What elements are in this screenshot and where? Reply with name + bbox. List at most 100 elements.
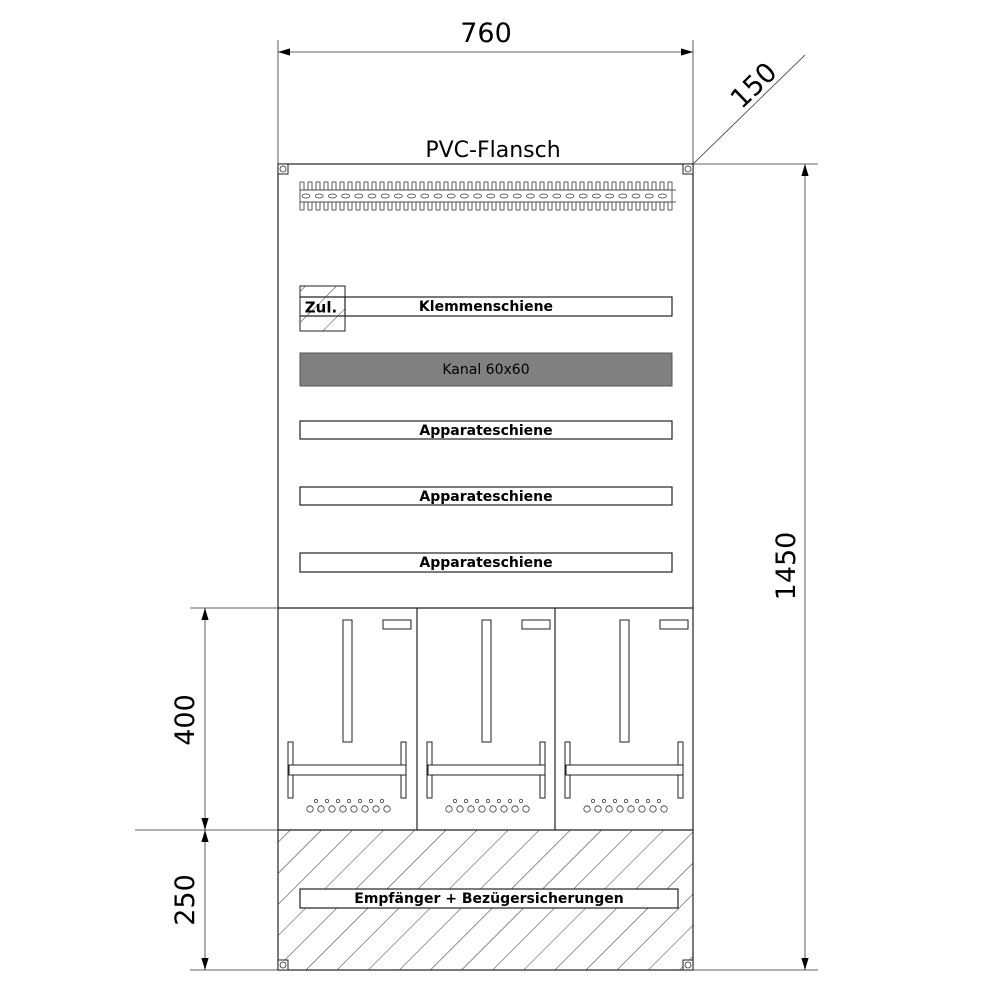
terminal-icon bbox=[445, 805, 453, 813]
rail-slot-icon bbox=[526, 193, 535, 199]
terminal-icon bbox=[594, 805, 602, 813]
rail-slot-icon bbox=[499, 193, 509, 199]
rail-slot-icon bbox=[578, 193, 588, 199]
terminal-small-icon bbox=[347, 799, 351, 803]
rail-slot-icon bbox=[460, 193, 469, 199]
meter-bar bbox=[619, 619, 630, 743]
rail-slot-icon bbox=[592, 193, 601, 199]
dimension-height: 1450 bbox=[693, 163, 818, 971]
terminal-small-icon bbox=[358, 799, 362, 803]
rail-slot-icon bbox=[407, 193, 416, 199]
meter-fields bbox=[287, 619, 689, 813]
comb-teeth-top bbox=[299, 181, 676, 191]
corner-plate bbox=[682, 163, 694, 175]
apparateschiene-rail-3 bbox=[299, 552, 673, 573]
mounting-hole-icon bbox=[279, 961, 287, 969]
terminal-small-icon bbox=[591, 799, 595, 803]
apparateschiene-label: Apparateschiene bbox=[419, 423, 552, 439]
terminal-icon bbox=[660, 805, 668, 813]
kanal-duct bbox=[299, 352, 673, 387]
terminal-small-icon bbox=[475, 799, 479, 803]
dimension-bottom-label: 250 bbox=[170, 874, 201, 926]
rail-slot-icon bbox=[644, 193, 654, 199]
terminal-icon bbox=[383, 805, 391, 813]
terminal-small-icon bbox=[486, 799, 490, 803]
apparateschiene-label: Apparateschiene bbox=[419, 555, 552, 571]
terminal-icon bbox=[522, 805, 530, 813]
meter-field bbox=[426, 619, 551, 813]
terminal-icon bbox=[627, 805, 635, 813]
terminal-icon bbox=[511, 805, 519, 813]
terminal-icon bbox=[361, 805, 369, 813]
pvc-flansch-label: PVC-Flansch bbox=[425, 138, 560, 163]
label-plate bbox=[659, 619, 689, 630]
terminal-icon bbox=[350, 805, 358, 813]
terminal-small-icon bbox=[336, 799, 340, 803]
terminal-icon bbox=[500, 805, 508, 813]
rail-slot-icon bbox=[314, 193, 324, 199]
dimension-left: 400 250 bbox=[135, 607, 278, 971]
rail-slot-icon bbox=[486, 193, 496, 199]
dimension-height-label: 1450 bbox=[771, 532, 802, 601]
terminal-icon bbox=[339, 805, 347, 813]
meter-field bbox=[564, 619, 689, 813]
label-plate bbox=[382, 619, 412, 630]
terminal-small-icon bbox=[602, 799, 606, 803]
cross-bar bbox=[288, 764, 407, 776]
terminal-icon bbox=[605, 805, 613, 813]
terminal-small-icon bbox=[453, 799, 457, 803]
comb-teeth-bottom bbox=[299, 201, 676, 211]
terminal-icon bbox=[306, 805, 314, 813]
terminal-small-icon bbox=[325, 799, 329, 803]
terminal-icon bbox=[317, 805, 325, 813]
meter-bar bbox=[481, 619, 492, 743]
terminal-icon bbox=[467, 805, 475, 813]
terminal-small-icon bbox=[508, 799, 512, 803]
rail-slot-icon bbox=[631, 193, 641, 199]
rail-slot-icon bbox=[341, 193, 350, 199]
terminal-icon bbox=[583, 805, 591, 813]
bottom-rail-label: Empfänger + Bezügersicherungen bbox=[354, 891, 624, 907]
rail-slot-icon bbox=[512, 193, 522, 199]
terminal-small-icon bbox=[646, 799, 650, 803]
klemmenschiene-label: Klemmenschiene bbox=[419, 299, 553, 315]
mounting-hole-icon bbox=[279, 165, 287, 173]
dimension-width-label: 760 bbox=[460, 18, 512, 49]
cabinet-frame bbox=[277, 163, 694, 971]
terminal-icon bbox=[489, 805, 497, 813]
terminal-icon bbox=[456, 805, 464, 813]
terminal-small-icon bbox=[635, 799, 639, 803]
rail-slot-icon bbox=[420, 193, 430, 199]
corner-plate bbox=[277, 959, 289, 971]
comb-rail-body bbox=[299, 189, 673, 203]
rail-slot-icon bbox=[380, 193, 390, 199]
dimension-meter-label: 400 bbox=[170, 694, 201, 746]
mounting-holes bbox=[277, 163, 694, 971]
terminal-small-icon bbox=[519, 799, 523, 803]
terminal-small-icon bbox=[497, 799, 501, 803]
klemmenschiene-rail bbox=[344, 296, 673, 317]
rail-slot-icon bbox=[658, 193, 667, 199]
meter-bar bbox=[342, 619, 353, 743]
meter-field bbox=[287, 619, 412, 813]
label-plate bbox=[521, 619, 551, 630]
cross-bar bbox=[427, 764, 546, 776]
rail-slot-icon bbox=[618, 193, 628, 199]
terminal-small-icon bbox=[624, 799, 628, 803]
rail-slot-icon bbox=[301, 193, 311, 199]
corner-plate bbox=[682, 959, 694, 971]
terminal-small-icon bbox=[369, 799, 373, 803]
rail-slot-icon bbox=[367, 193, 377, 199]
apparateschiene-label: Apparateschiene bbox=[419, 489, 552, 505]
mounting-hole-icon bbox=[684, 961, 692, 969]
rail-slot-icon bbox=[539, 193, 548, 199]
apparateschiene-rail-1 bbox=[299, 420, 673, 440]
kanal-label: Kanal 60x60 bbox=[442, 362, 529, 378]
rail-slot-icon bbox=[354, 193, 364, 199]
corner-plate bbox=[277, 163, 289, 175]
rail-slot-icon bbox=[605, 193, 614, 199]
rail-slot-icon bbox=[565, 193, 575, 199]
zul-label: Zul. bbox=[305, 299, 337, 317]
terminal-small-icon bbox=[380, 799, 384, 803]
